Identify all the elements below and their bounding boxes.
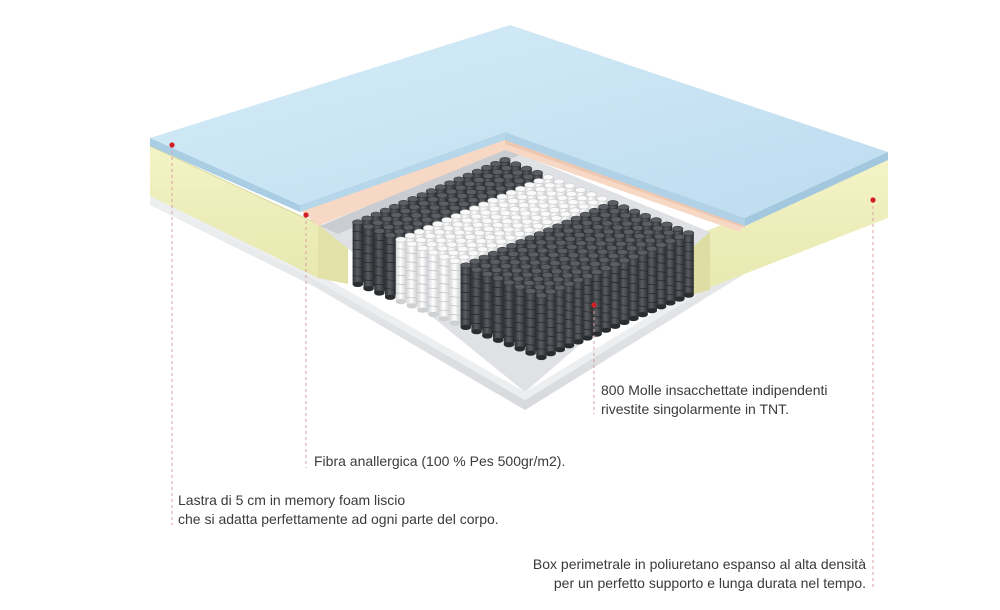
spring-coil	[427, 249, 439, 318]
box-caption: Box perimetrale in poliuretano espanso a…	[533, 555, 866, 593]
spring-coil	[514, 283, 526, 352]
spring-coil	[525, 288, 537, 356]
spring-coil	[683, 230, 695, 298]
spring-coil	[572, 276, 584, 345]
spring-coil	[646, 245, 658, 314]
marker-springs	[591, 302, 597, 308]
springs-caption: 800 Molle insacchettate indipendenti riv…	[601, 381, 828, 419]
leader-lines	[171, 145, 874, 590]
spring-coil	[535, 292, 547, 361]
marker-box	[870, 197, 876, 203]
spring-coil	[492, 275, 504, 343]
memory-foam-caption-line2: che si adatta perfettamente ad ogni part…	[178, 511, 499, 527]
pocket-springs	[352, 157, 695, 361]
springs-caption-line2: rivestite singolarmente in TNT.	[601, 401, 790, 417]
spring-coil	[395, 236, 407, 305]
spring-coil	[627, 253, 639, 322]
spring-coil	[449, 258, 461, 326]
spring-coil	[438, 253, 450, 322]
box-caption-line1: Box perimetrale in poliuretano espanso a…	[532, 556, 866, 572]
spring-coil	[655, 241, 667, 310]
spring-coil	[417, 245, 429, 313]
markers	[169, 142, 876, 308]
spring-coil	[406, 240, 418, 309]
marker-fiber	[303, 212, 309, 218]
memory-foam-layer	[150, 25, 888, 226]
perimeter-box	[149, 145, 888, 296]
memory-foam-caption: Lastra di 5 cm in memory foam liscio che…	[178, 491, 499, 529]
spring-coil	[581, 273, 593, 341]
spring-coil	[545, 288, 557, 357]
spring-coil	[637, 249, 649, 318]
spring-coil	[673, 234, 685, 302]
spring-coil	[618, 257, 630, 325]
marker-memory-foam	[169, 142, 175, 148]
fiber-caption-line1: Fibra anallergica (100 % Pes 500gr/m2).	[314, 453, 566, 469]
spring-coil	[609, 261, 621, 329]
spring-coil	[563, 280, 575, 349]
spring-coil	[352, 219, 364, 287]
spring-coil	[554, 284, 566, 353]
memory-foam-caption-line1: Lastra di 5 cm in memory foam liscio	[178, 492, 406, 508]
spring-coil	[384, 232, 396, 300]
spring-coil	[600, 265, 612, 333]
spring-coil	[481, 271, 493, 339]
spring-coil	[460, 262, 472, 330]
springs-caption-line1: 800 Molle insacchettate indipendenti	[601, 382, 828, 398]
spring-coil	[503, 279, 515, 348]
fiber-caption: Fibra anallergica (100 % Pes 500gr/m2).	[314, 452, 565, 471]
spring-coil	[664, 237, 676, 306]
spring-coil	[471, 266, 483, 335]
box-caption-line2: per un perfetto supporto e lunga durata …	[553, 575, 866, 591]
spring-coil	[363, 223, 375, 292]
spring-coil	[373, 228, 385, 296]
